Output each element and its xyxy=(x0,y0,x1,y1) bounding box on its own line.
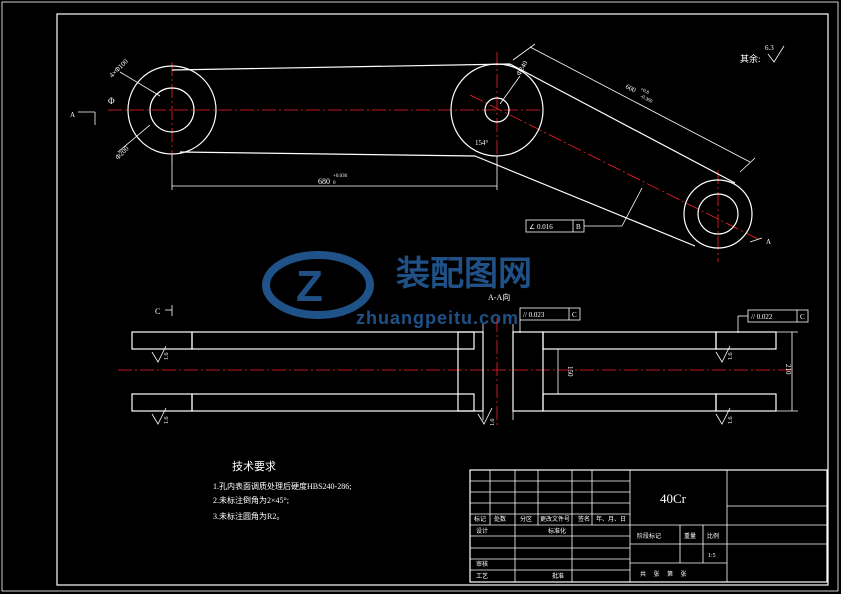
tb-sheets: 共 张 第 张 xyxy=(640,570,687,578)
tol-parallel-1: // 0.023 xyxy=(523,311,545,319)
tech-item-2: 2.未标注倒角为2×45°; xyxy=(213,495,289,505)
dim-boss-dia: Φ200 xyxy=(114,144,131,161)
tech-item-3: 3.未标注圆角为R2。 xyxy=(213,511,284,521)
plan-view: A Φ A 4×Φ100 Φ200 Φ240 154° 680 +0.036 0… xyxy=(70,43,785,262)
dim-length-2: 600 xyxy=(624,83,637,95)
roughness-value: 6.3 xyxy=(765,44,774,52)
section-mark-a-left: A xyxy=(70,111,75,119)
rough-5: 1.6 xyxy=(728,417,734,425)
dim-length-2-tol: +0.8 xyxy=(639,87,650,96)
material: 40Cr xyxy=(660,491,687,506)
tb-scale-value: 1:5 xyxy=(708,553,716,559)
tb-mark: 标记 xyxy=(474,515,486,523)
tb-change-no: 更改文件号 xyxy=(540,515,570,523)
dim-length-1-tol: +0.036 xyxy=(333,174,348,179)
dim-pivot-dia: Φ240 xyxy=(515,59,530,77)
watermark-url: zhuangpeitu.com xyxy=(356,308,519,328)
section-mark-a-right: A xyxy=(766,238,771,246)
section-label: A-A向 xyxy=(488,292,510,302)
dim-length-2-tol-low: -0.360 xyxy=(639,94,653,105)
datum-c: C xyxy=(155,307,160,316)
dim-angle: 154° xyxy=(475,139,489,147)
dim-thickness: 150 xyxy=(566,366,574,377)
tol-parallel-2: // 0.022 xyxy=(751,313,773,321)
title-block: 40Cr 标记 处数 分区 更改文件号 签名 年、月、日 设计 标准化 审核 工… xyxy=(469,469,828,583)
dim-length-1: 680 xyxy=(318,177,330,186)
tb-stage: 阶段标记 xyxy=(637,532,661,540)
watermark-logo: Z xyxy=(296,262,323,311)
rough-4: 1.6 xyxy=(728,353,734,361)
watermark: Z 装配图网 zhuangpeitu.com xyxy=(262,251,532,328)
tech-item-1: 1.孔内表面调质处理后硬度HBS240-286; xyxy=(213,481,351,491)
watermark-brand: 装配图网 xyxy=(396,255,532,293)
tol-parallel-2-ref: C xyxy=(800,313,805,321)
datum-symbol: Φ xyxy=(108,96,115,106)
section-view: A-A向 C 150 210 xyxy=(118,292,809,427)
tb-scale: 比例 xyxy=(707,532,719,540)
tech-requirements: 技术要求 1.孔内表面调质处理后硬度HBS240-286; 2.未标注倒角为2×… xyxy=(213,460,351,521)
roughness-label: 其余: xyxy=(740,53,761,64)
tb-weight: 重量 xyxy=(684,532,696,540)
tb-date: 年、月、日 xyxy=(596,515,626,523)
inner-frame xyxy=(56,13,829,586)
tol-parallel-1-ref: C xyxy=(572,311,577,319)
rough-3: 1.6 xyxy=(490,419,496,427)
tb-sign: 签名 xyxy=(578,515,590,523)
tb-count: 处数 xyxy=(494,515,506,523)
tol-angularity: ∠ 0.016 xyxy=(529,223,553,231)
rough-1: 1.6 xyxy=(164,353,170,361)
tol-angularity-ref: B xyxy=(576,223,581,231)
tb-review: 审核 xyxy=(476,560,488,568)
tb-standard: 标准化 xyxy=(548,527,566,535)
tb-approve: 批准 xyxy=(552,572,564,580)
tb-design: 设计 xyxy=(476,527,488,535)
rough-2: 1.6 xyxy=(164,417,170,425)
tb-process: 工艺 xyxy=(476,572,488,580)
dim-length-1-tol-low: 0 xyxy=(333,181,336,186)
tb-zone: 分区 xyxy=(520,515,532,523)
dim-width: 210 xyxy=(784,364,792,375)
tech-title: 技术要求 xyxy=(232,460,276,473)
